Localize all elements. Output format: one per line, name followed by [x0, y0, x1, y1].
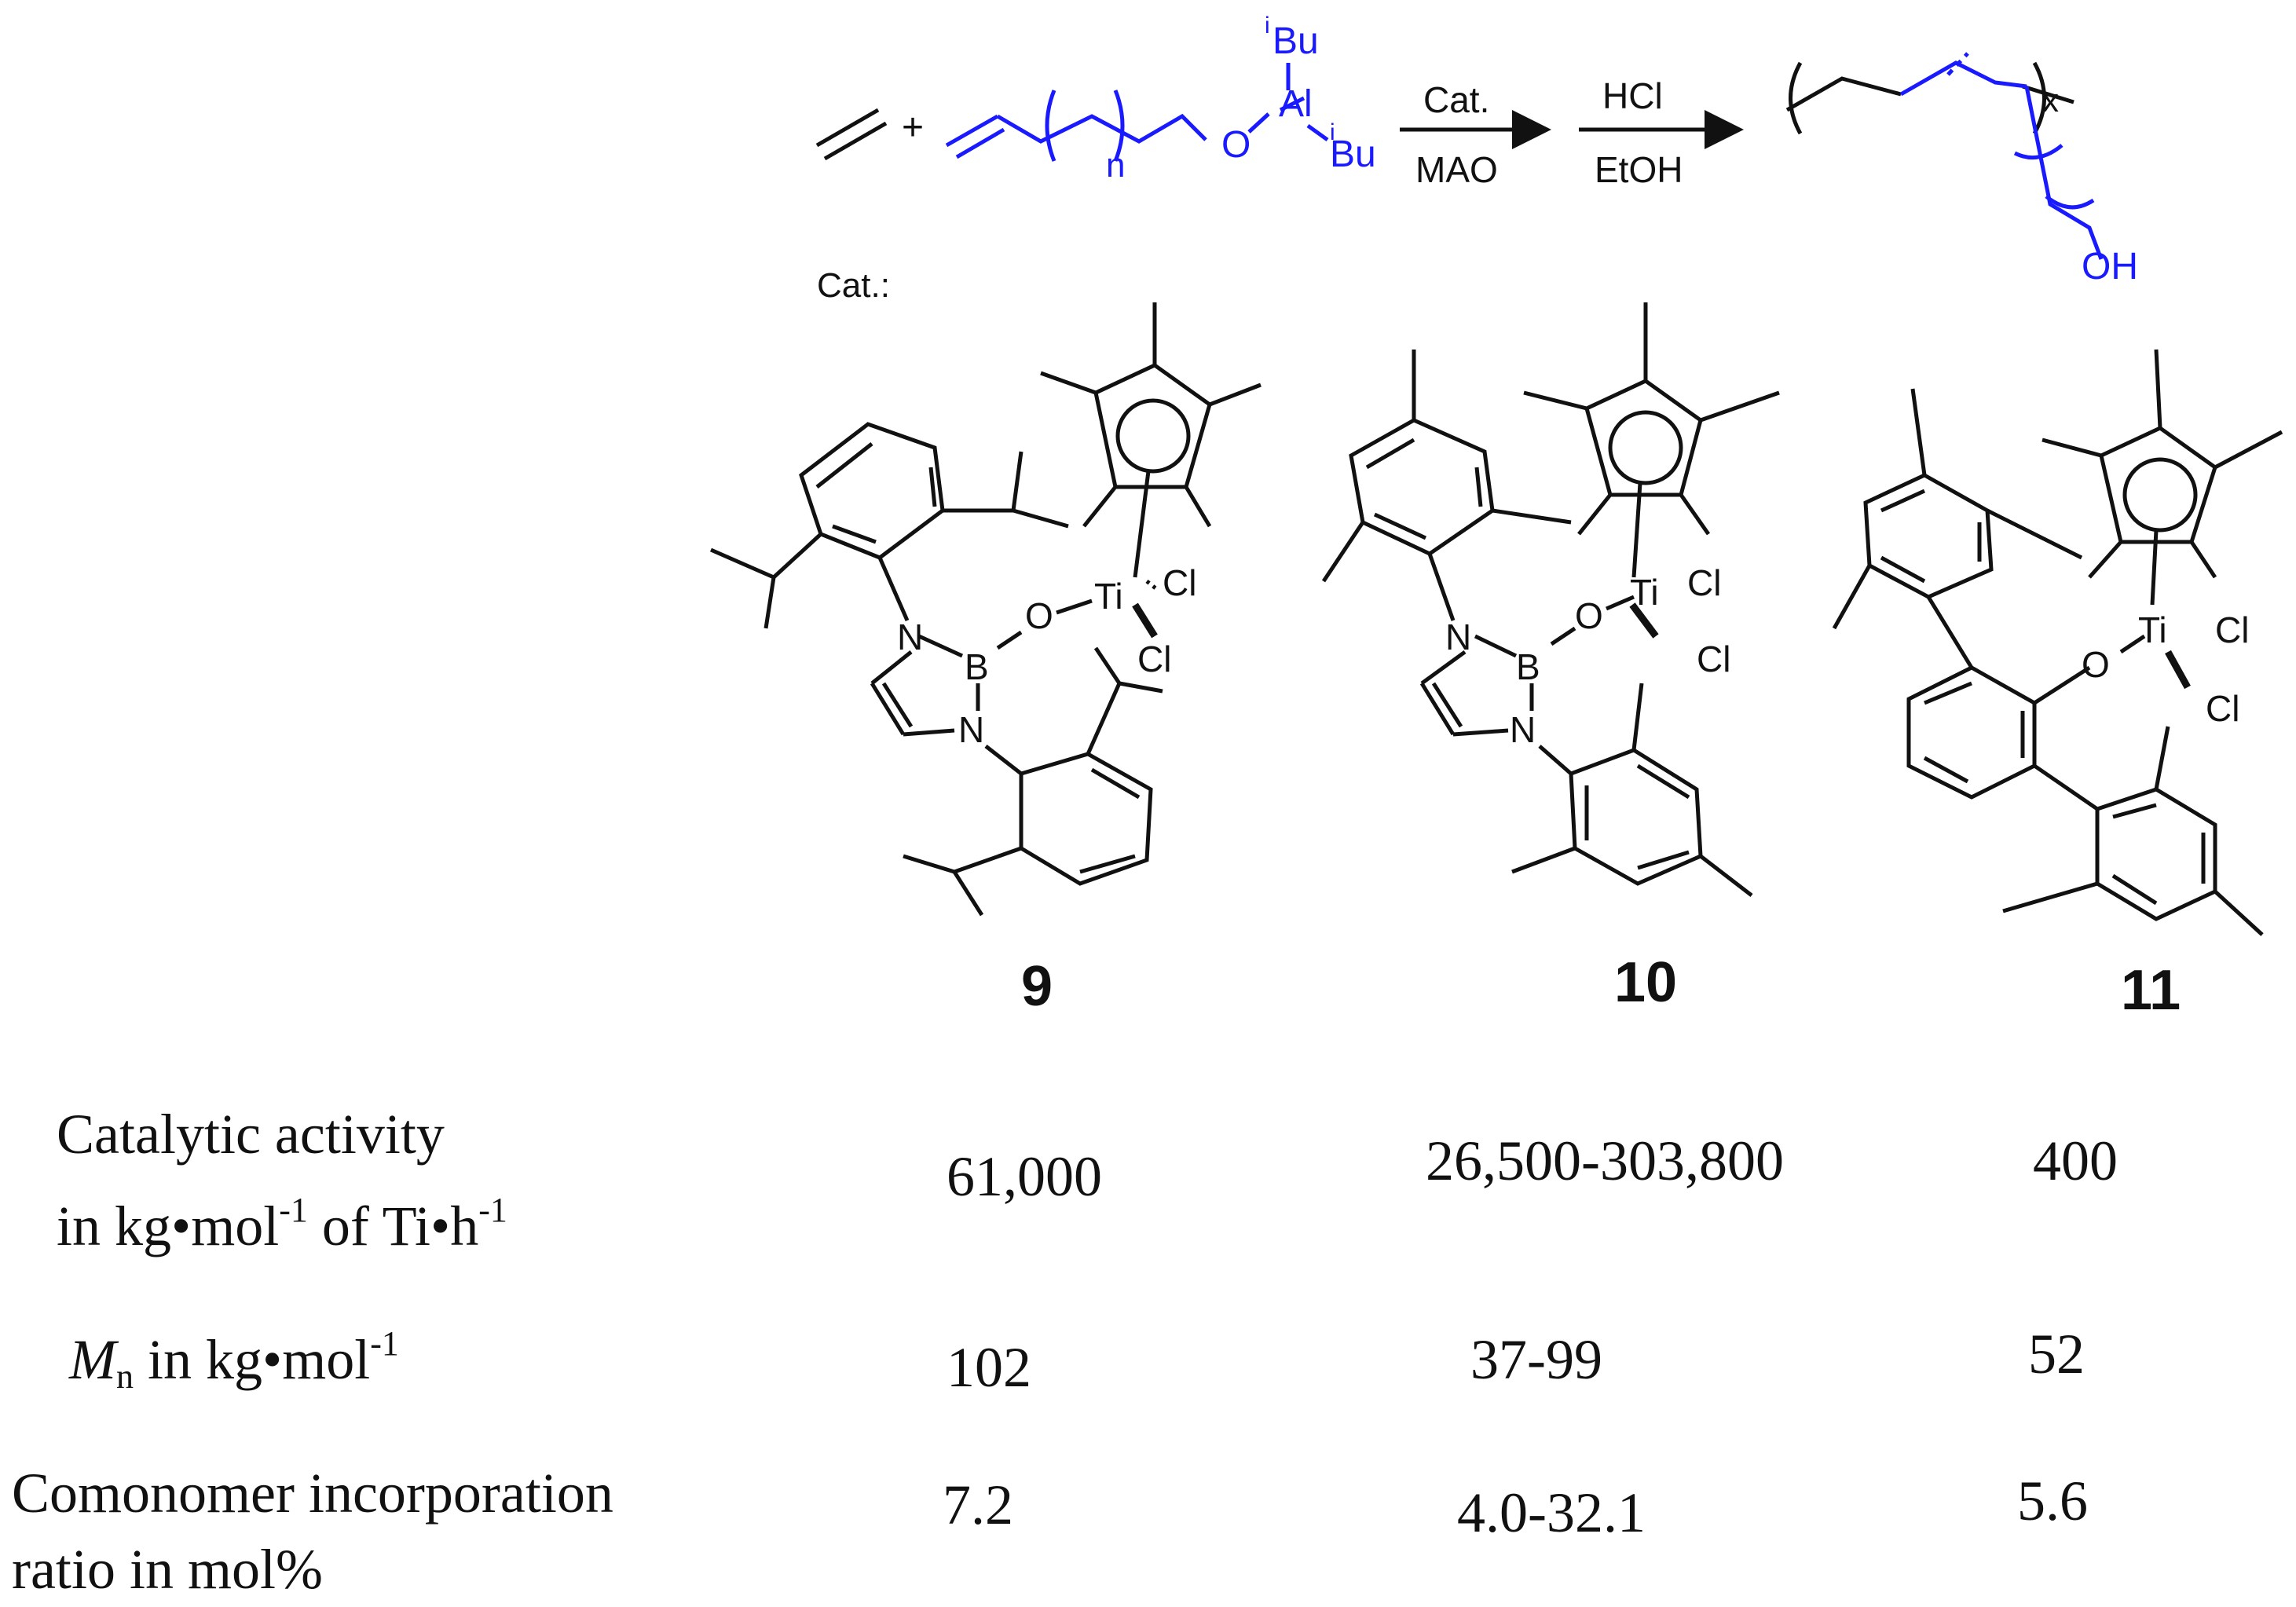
row-activity-label-line2: in kg•mol-1 of Ti•h-1: [57, 1191, 507, 1257]
c9-cl2: Cl: [1137, 639, 1171, 679]
ibu-prefix-right: i: [1330, 119, 1335, 145]
oxygen-atom: O: [1221, 124, 1251, 166]
ibu-top: Bu: [1273, 20, 1319, 62]
catalyst-10-label: 10: [1614, 951, 1677, 1014]
row-mn-label: Mn in kg•mol-1: [69, 1324, 399, 1396]
c9-b: B: [965, 646, 989, 687]
mn-value-10: 37-99: [1470, 1328, 1602, 1391]
catalyst-11-structure: [1832, 349, 2283, 936]
product-x: x: [2042, 82, 2059, 119]
ibu-right: Bu: [1330, 134, 1376, 175]
catalyst-11-label: 11: [2121, 959, 2181, 1022]
c11-ti: Ti: [2138, 609, 2167, 650]
row-comonomer-label-line2: ratio in mol%: [12, 1538, 323, 1601]
product-oh: OH: [2082, 246, 2138, 287]
ibu-prefix-top: i: [1265, 13, 1270, 38]
c10-cl1: Cl: [1687, 562, 1721, 603]
comonomer: [945, 63, 1329, 162]
c9-o: O: [1025, 595, 1053, 636]
plus-sign: +: [902, 107, 924, 148]
arrow-1-below: MAO: [1415, 149, 1498, 190]
catalyst-9-structure: [709, 302, 1262, 917]
c11-cl2: Cl: [2206, 688, 2239, 729]
cat-prefix-label: Cat.:: [817, 266, 890, 305]
comonomer-value-11: 5.6: [2017, 1470, 2088, 1532]
repeat-n: n: [1106, 146, 1125, 185]
activity-value-9: 61,000: [947, 1145, 1102, 1208]
mn-value-9: 102: [947, 1336, 1031, 1399]
product-blue-chain: [1899, 52, 2104, 260]
c10-n2: N: [1510, 709, 1536, 750]
c9-ti: Ti: [1094, 576, 1123, 617]
row-comonomer-label-line1: Comonomer incorporation: [12, 1462, 613, 1525]
arrow-1-above: Cat.: [1423, 79, 1489, 120]
catalyst-9-label: 9: [1021, 955, 1053, 1018]
c10-o: O: [1575, 595, 1603, 636]
c10-n1: N: [1445, 617, 1471, 657]
c10-b: B: [1516, 646, 1540, 687]
ethylene: [815, 108, 888, 161]
c11-cl1: Cl: [2215, 609, 2249, 650]
activity-value-10: 26,500-303,800: [1426, 1129, 1784, 1192]
activity-value-11: 400: [2033, 1129, 2118, 1192]
c11-o: O: [2082, 644, 2110, 685]
row-activity-label-line1: Catalytic activity: [57, 1103, 445, 1166]
c9-cl1: Cl: [1163, 562, 1196, 603]
aluminum-atom: Al: [1279, 83, 1313, 125]
c10-ti: Ti: [1630, 572, 1659, 613]
c9-n2: N: [958, 709, 984, 750]
comonomer-value-9: 7.2: [943, 1473, 1013, 1536]
arrow-2-above: HCl: [1602, 75, 1663, 116]
catalyst-10-structure: [1321, 302, 1780, 897]
c9-n1: N: [897, 617, 923, 657]
product-polymer: [1785, 61, 2074, 135]
c10-cl2: Cl: [1697, 639, 1730, 679]
mn-value-11: 52: [2028, 1323, 2085, 1386]
comonomer-value-10: 4.0-32.1: [1457, 1481, 1646, 1544]
arrow-2-below: EtOH: [1595, 149, 1683, 190]
